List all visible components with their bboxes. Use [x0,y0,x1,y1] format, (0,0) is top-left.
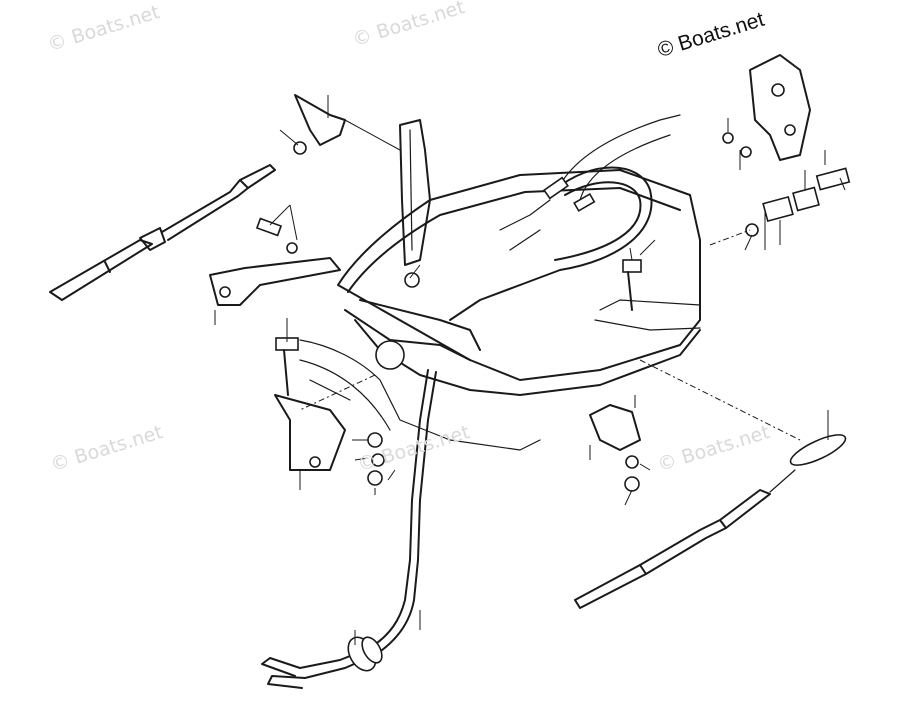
lower-left-bracket [274,337,346,471]
left-cable [49,164,276,301]
spring-assembly [745,167,851,237]
lower-cable [261,369,437,689]
leader-lines [214,95,846,645]
alignment-lines [299,229,801,441]
steering-bracket [399,119,431,266]
right-cable [574,434,847,609]
wire-harness [449,114,681,321]
center-bolt [375,259,642,370]
lower-nuts [367,432,385,486]
top-left-bolt [255,94,346,254]
right-bracket [722,54,811,161]
left-bracket [209,257,341,306]
lower-right-bracket [589,404,641,492]
